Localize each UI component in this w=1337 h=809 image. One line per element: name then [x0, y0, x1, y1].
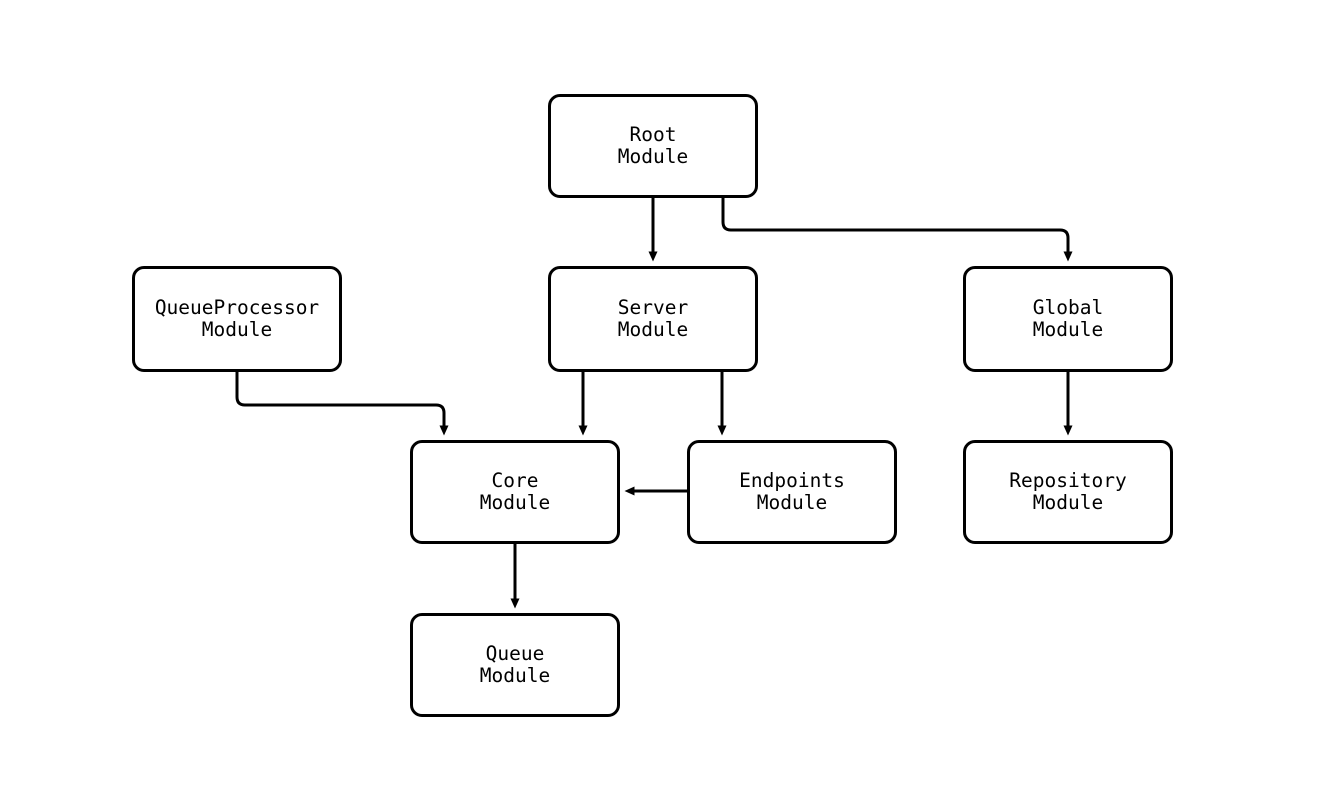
node-root-label-line1: Root: [629, 123, 677, 146]
node-queueprocessor-label-line1: QueueProcessor: [154, 296, 320, 319]
node-server-label-line1: Server: [617, 296, 689, 319]
node-queue-label-line2: Module: [479, 664, 551, 687]
edge-queueprocessor-to-core: [235, 372, 449, 436]
node-core-label-line1: Core: [491, 469, 539, 492]
node-server-label-line2: Module: [617, 318, 689, 341]
node-endpoints-label-line2: Module: [756, 491, 828, 514]
node-global-label-line1: Global: [1032, 296, 1104, 319]
edge-root-to-global: [721, 198, 1073, 262]
node-queueprocessor-label-line2: Module: [201, 318, 273, 341]
node-repository-label-line1: Repository: [1009, 469, 1127, 492]
node-endpoints-label-line1: Endpoints: [739, 469, 845, 492]
node-repository-label-line2: Module: [1032, 491, 1104, 514]
node-root-label-line2: Module: [617, 145, 689, 168]
node-queue-label-line1: Queue: [485, 642, 545, 665]
node-core-label-line2: Module: [479, 491, 551, 514]
node-global-label-line2: Module: [1032, 318, 1104, 341]
